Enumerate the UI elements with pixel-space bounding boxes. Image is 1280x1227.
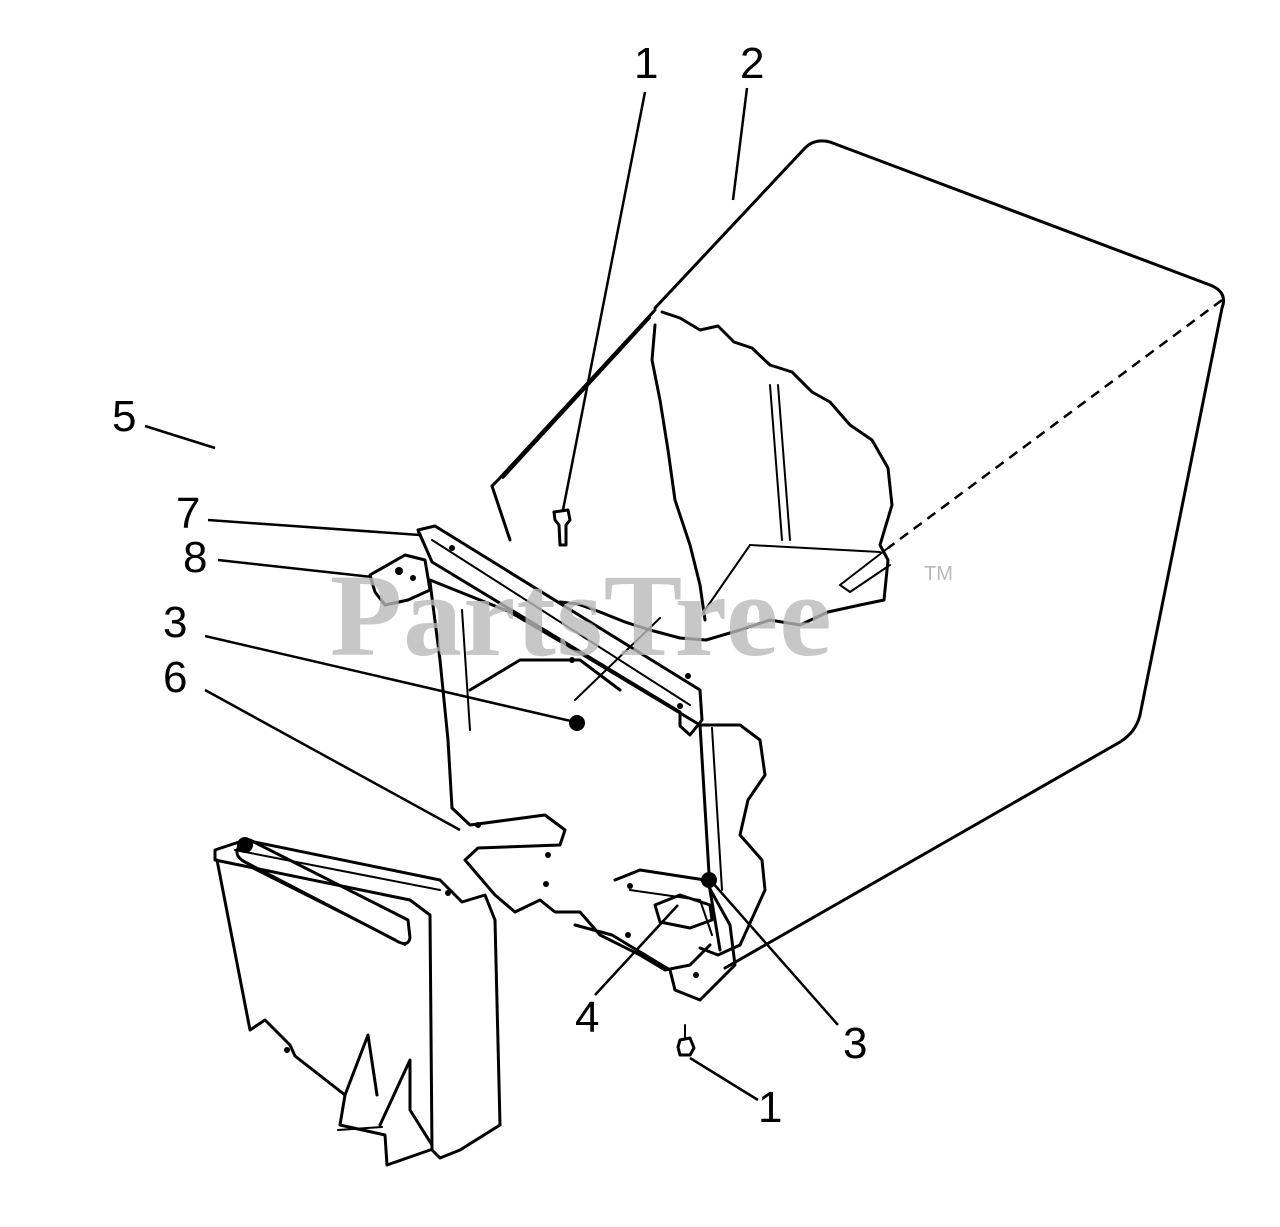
mounting-frame [428, 578, 767, 1002]
leader-lines [144, 87, 839, 1102]
bolt-bottom [676, 1024, 696, 1057]
watermark-tm: TM [924, 563, 953, 585]
chute-cover [213, 837, 502, 1167]
callout-3-right: 3 [843, 1019, 867, 1068]
callout-8: 8 [183, 533, 207, 582]
callout-labels: 1 2 7 8 3 6 5 4 3 1 [112, 39, 867, 1132]
callout-5: 5 [112, 392, 136, 441]
callout-1-bottom: 1 [758, 1083, 782, 1132]
callout-4: 4 [575, 993, 599, 1042]
callout-7: 7 [176, 489, 200, 538]
callout-6: 6 [163, 653, 187, 702]
callout-3-left: 3 [163, 598, 187, 647]
partstree-watermark: PartsTree TM [330, 550, 953, 681]
hinge-bracket [368, 524, 704, 737]
callout-1-top: 1 [634, 39, 658, 88]
callout-2: 2 [740, 39, 764, 88]
watermark-text: PartsTree [330, 550, 833, 681]
bolt-top [552, 508, 572, 547]
